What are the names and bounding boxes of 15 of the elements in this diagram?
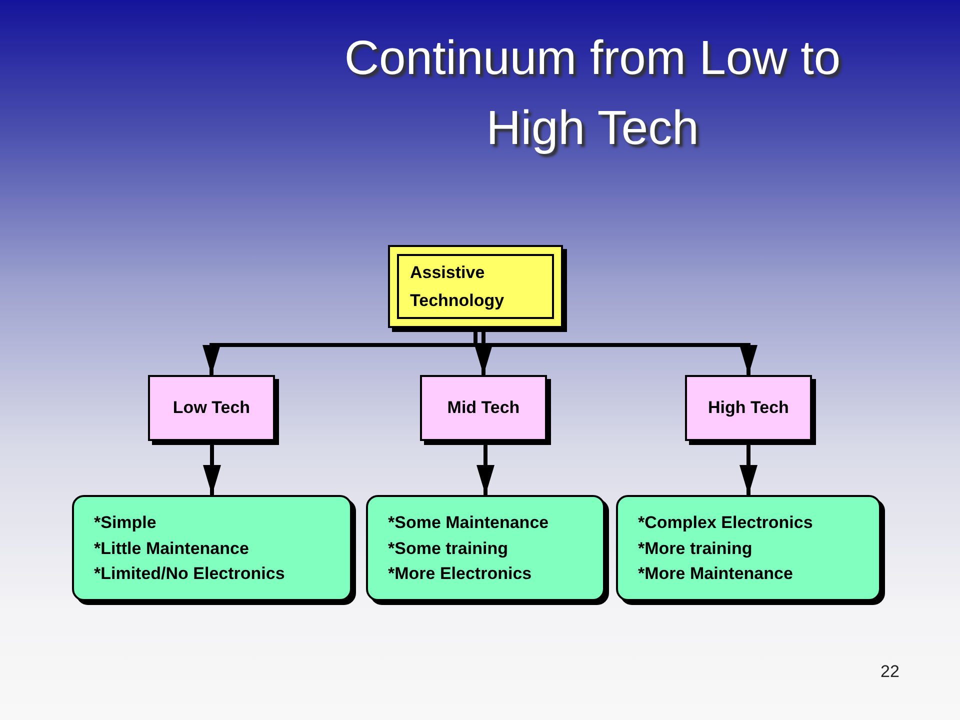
node-label: Assistive Technology xyxy=(410,262,506,312)
list-item: *Complex Electronics xyxy=(638,512,814,534)
list-item: *More Maintenance xyxy=(638,563,794,585)
list-item: *Little Maintenance xyxy=(94,538,250,560)
slide-title: Continuum from Low to High Tech xyxy=(343,31,842,157)
list-item: *Some training xyxy=(388,538,509,560)
list-item: *More Electronics xyxy=(388,563,533,585)
page-number: 22 xyxy=(880,662,900,682)
list-item: *Simple xyxy=(94,512,158,534)
node-label: Low Tech xyxy=(172,398,250,418)
node-label: High Tech xyxy=(708,398,789,418)
list-item: *Some Maintenance xyxy=(388,512,550,534)
list-item: *Limited/No Electronics xyxy=(94,563,286,585)
node-label: Mid Tech xyxy=(447,398,520,418)
list-item: *More training xyxy=(638,538,754,560)
